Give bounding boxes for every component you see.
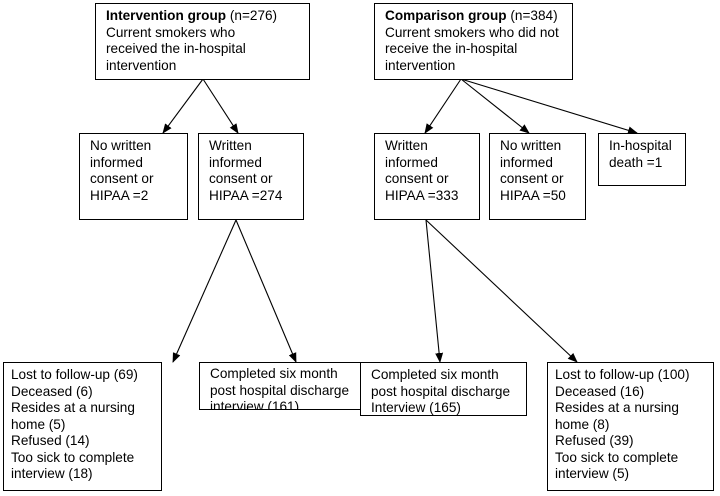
- comparison-group-box: Comparison group (n=384) Current smokers…: [374, 3, 573, 80]
- comparison-death-box: In-hospital death =1: [598, 133, 686, 186]
- box-line: Lost to follow-up (69): [11, 367, 138, 382]
- arrow-int-consent-to-lost: [172, 219, 237, 363]
- box-line: Written: [209, 138, 252, 153]
- box-line: Completed six month: [371, 367, 499, 382]
- box-line: death =1: [609, 154, 663, 170]
- comparison-group-title: Comparison group: [385, 8, 507, 23]
- box-line: Deceased (16): [555, 383, 645, 399]
- box-line: HIPAA =2: [90, 187, 149, 203]
- comparison-completed-box: Completed six month post hospital discha…: [360, 362, 527, 416]
- comparison-consent-box: Written informed consent or HIPAA =333: [374, 133, 480, 220]
- box-line: home (5): [11, 416, 66, 432]
- box-line: home (8): [555, 416, 610, 432]
- box-line: post hospital discharge: [371, 383, 511, 399]
- arrow-comparison-to-consent: [424, 78, 462, 134]
- box-line: consent or: [385, 171, 449, 186]
- box-line: consent or: [90, 171, 154, 186]
- box-line: consent or: [209, 171, 273, 186]
- box-line: Lost to follow-up (100): [555, 367, 690, 382]
- intervention-group-count: (n=276): [226, 8, 278, 23]
- box-line: interview (5): [555, 466, 630, 481]
- box-line: HIPAA =50: [500, 187, 566, 203]
- box-line: HIPAA =274: [209, 187, 283, 203]
- arrow-intervention-to-no-consent: [162, 78, 204, 134]
- box-line: consent or: [500, 171, 564, 186]
- intervention-desc-line: intervention: [106, 57, 177, 73]
- arrow-cmp-consent-to-lost: [425, 219, 578, 363]
- intervention-completed-box: Completed six month post hospital discha…: [199, 362, 361, 410]
- box-line: interview (161): [210, 399, 300, 410]
- box-line: informed: [500, 154, 553, 170]
- box-line: informed: [90, 154, 143, 170]
- intervention-consent-box: Written informed consent or HIPAA =274: [198, 133, 304, 220]
- box-line: No written: [90, 138, 152, 153]
- box-line: In-hospital: [609, 138, 672, 153]
- box-line: informed: [209, 154, 262, 170]
- box-line: interview (18): [11, 466, 93, 481]
- arrow-comparison-to-no-consent: [460, 78, 530, 134]
- intervention-lost-box: Lost to follow-up (69) Deceased (6) Resi…: [3, 362, 162, 491]
- intervention-group-box: Intervention group (n=276) Current smoke…: [95, 3, 310, 80]
- intervention-desc-line: Current smokers who: [106, 24, 236, 40]
- box-line: Too sick to complete: [555, 449, 679, 465]
- arrow-int-consent-to-completed: [235, 219, 297, 363]
- arrow-cmp-consent-to-completed: [425, 219, 444, 363]
- box-line: No written: [500, 138, 562, 153]
- box-line: Interview (165): [371, 400, 461, 415]
- comparison-group-count: (n=384): [506, 8, 558, 23]
- comparison-no-consent-box: No written informed consent or HIPAA =50: [489, 133, 586, 220]
- arrow-comparison-to-death: [460, 78, 638, 135]
- box-line: Resides at a nursing: [11, 400, 135, 415]
- comparison-desc-line: Current smokers who did not: [385, 24, 559, 40]
- arrow-intervention-to-consent: [202, 78, 239, 134]
- comparison-lost-box: Lost to follow-up (100) Deceased (16) Re…: [547, 362, 714, 491]
- intervention-desc-line: received the in-hospital: [106, 41, 246, 56]
- box-line: Deceased (6): [11, 383, 93, 399]
- comparison-desc-line: receive the in-hospital: [385, 41, 518, 56]
- box-line: informed: [385, 154, 438, 170]
- box-line: post hospital discharge: [210, 382, 350, 398]
- box-line: Refused (14): [11, 433, 90, 448]
- box-line: Too sick to complete: [11, 449, 135, 465]
- intervention-no-consent-box: No written informed consent or HIPAA =2: [79, 133, 188, 220]
- box-line: Written: [385, 138, 428, 153]
- box-line: Refused (39): [555, 433, 634, 448]
- box-line: Completed six month: [210, 366, 338, 381]
- comparison-desc-line: intervention: [385, 57, 456, 73]
- box-line: Resides at a nursing: [555, 400, 679, 415]
- intervention-group-title: Intervention group: [106, 8, 227, 23]
- box-line: HIPAA =333: [385, 187, 459, 203]
